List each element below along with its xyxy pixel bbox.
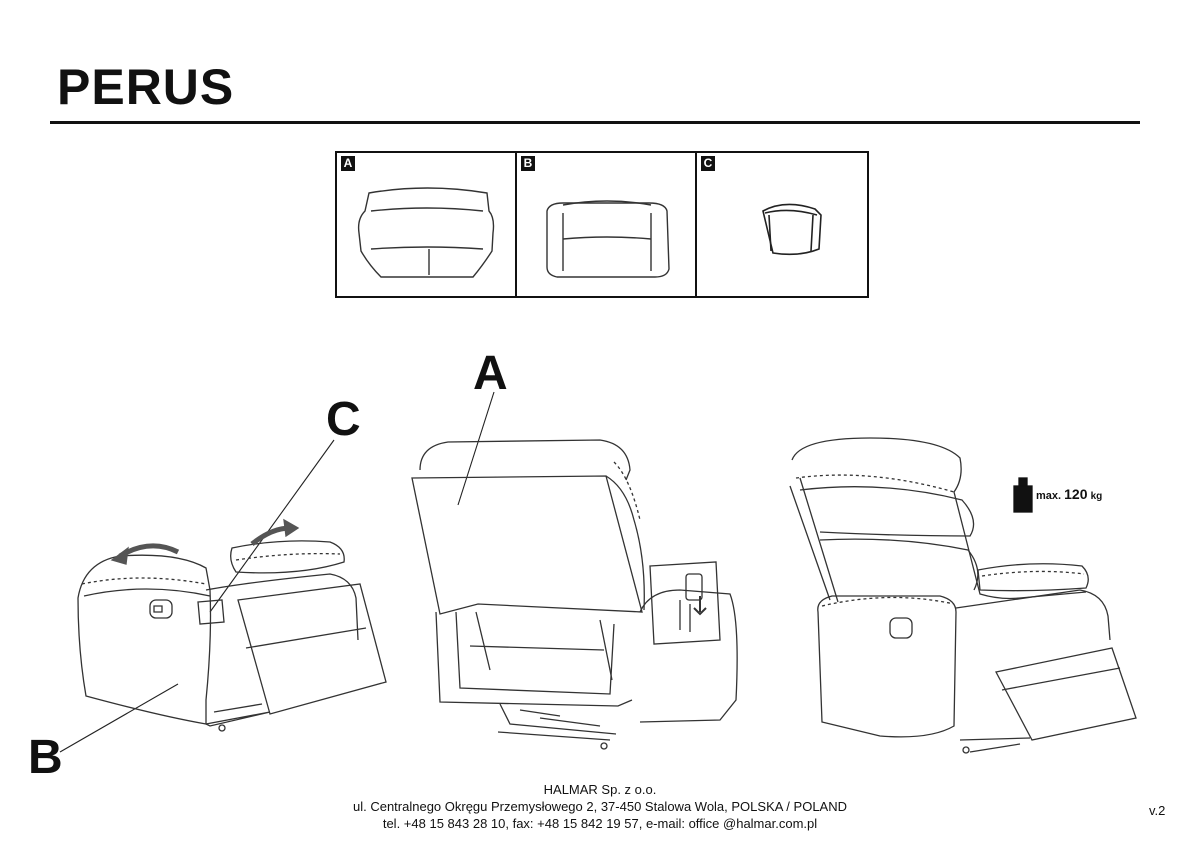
part-cell-c: C — [695, 153, 867, 296]
max-load-value: 120 — [1064, 486, 1088, 502]
seat-back-icon — [357, 187, 495, 278]
callout-c: C — [326, 393, 361, 446]
callout-a: A — [473, 347, 508, 400]
page-title: PERUS — [57, 59, 235, 115]
footer-contact: tel. +48 15 843 28 10, fax: +48 15 842 1… — [382, 816, 818, 831]
parts-table: A B C — [335, 151, 869, 298]
cup-holder-icon — [762, 203, 822, 256]
part-cell-a: A — [337, 153, 515, 296]
leader-line-b — [59, 683, 179, 753]
recliner-right-drawing — [789, 437, 1137, 754]
part-label-c: C — [701, 156, 715, 171]
footer: HALMAR Sp. z o.o. ul. Centralnego Okręgu… — [330, 781, 870, 832]
footer-address: ul. Centralnego Okręgu Przemysłowego 2, … — [352, 799, 847, 814]
part-cell-b: B — [515, 153, 695, 296]
max-load-label: max. 120 kg — [1036, 486, 1102, 502]
part-label-b: B — [521, 156, 535, 171]
footer-company: HALMAR Sp. z o.o. — [543, 782, 657, 797]
part-label-a: A — [341, 156, 355, 171]
leader-line-a — [457, 391, 495, 506]
title-rule — [50, 121, 1140, 124]
leader-line-c — [209, 439, 335, 613]
assembly-drawing — [59, 391, 1137, 754]
max-load-unit: kg — [1090, 491, 1103, 502]
max-load-prefix: max. — [1036, 490, 1062, 502]
recliner-middle-drawing — [411, 439, 738, 750]
seat-base-icon — [546, 200, 670, 278]
version-label: v.2 — [1149, 803, 1166, 818]
recliner-left-drawing — [77, 518, 387, 732]
callout-b: B — [28, 731, 63, 784]
weight-icon — [1013, 477, 1033, 513]
